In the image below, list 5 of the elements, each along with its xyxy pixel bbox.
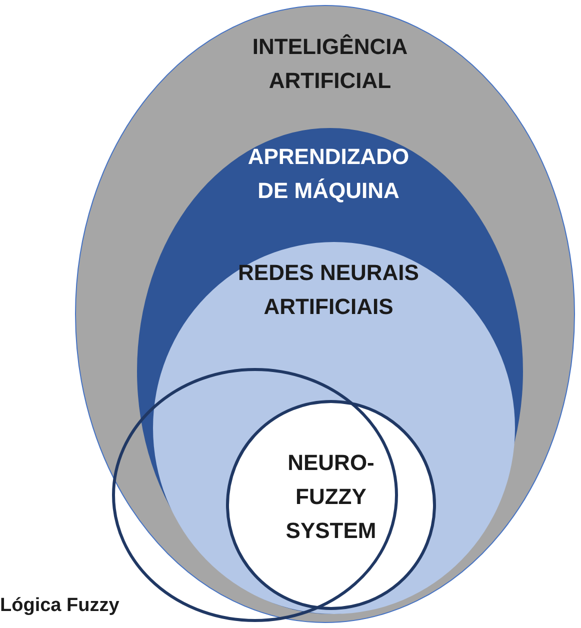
region-label: Lógica Fuzzy	[0, 594, 120, 618]
region-label: APRENDIZADO DE MÁQUINA	[246, 143, 410, 205]
region-label: INTELIGÊNCIA ARTIFICIAL	[251, 33, 409, 95]
region-label: NEURO-FUZZY SYSTEM	[284, 449, 378, 545]
region-label: REDES NEURAIS ARTIFICIAIS	[237, 259, 420, 321]
